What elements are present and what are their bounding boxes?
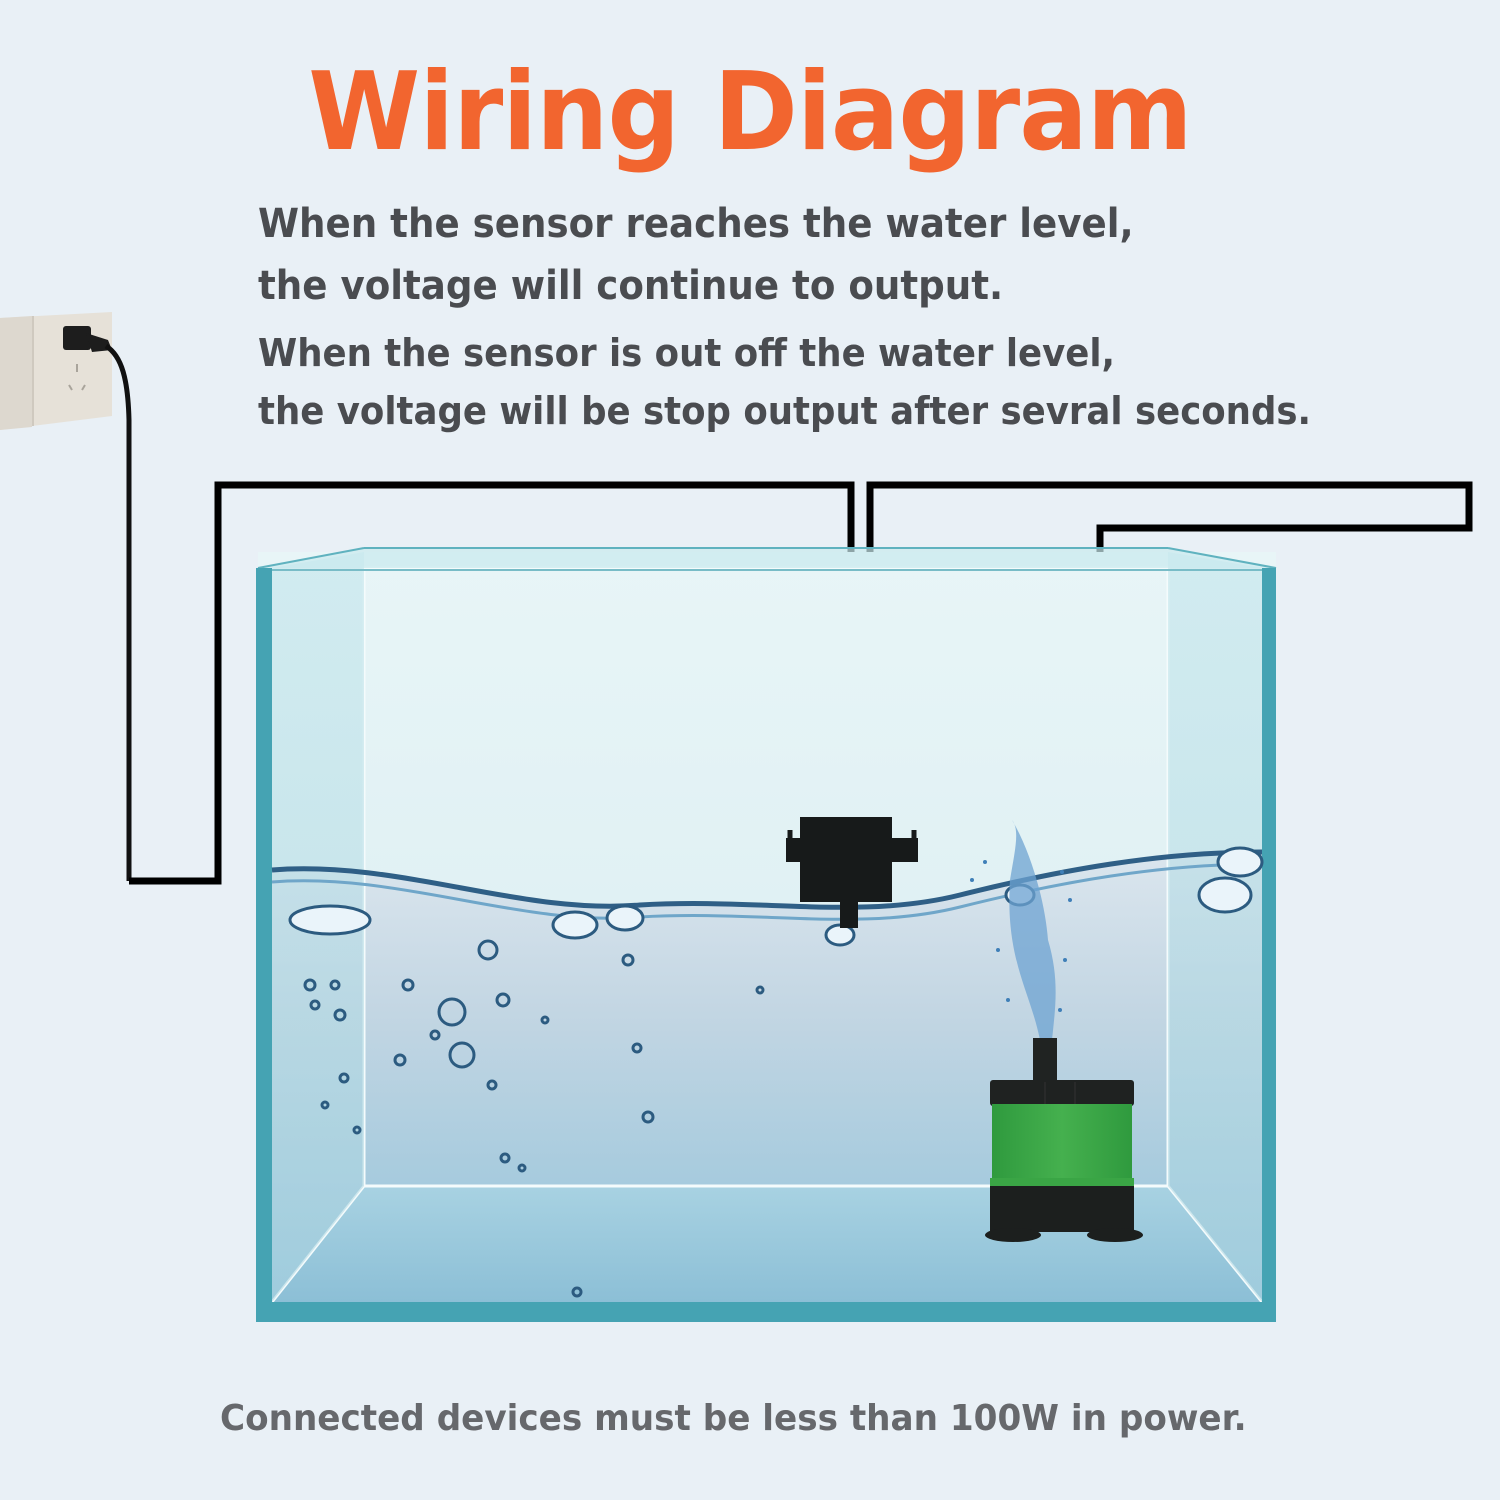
description-line-2: the voltage will continue to output.: [258, 263, 1004, 309]
page-title: Wiring Diagram: [308, 50, 1192, 175]
description-line-4: the voltage will be stop output after se…: [258, 389, 1312, 433]
description-line-3: When the sensor is out off the water lev…: [258, 331, 1116, 375]
power-limit-note: Connected devices must be less than 100W…: [220, 1398, 1247, 1439]
rising-bubbles: [303, 939, 765, 1298]
level-sensor: [786, 817, 918, 928]
description-line-1: When the sensor reaches the water level,: [258, 201, 1134, 247]
water-pump: [985, 1038, 1143, 1242]
power-cord: [104, 343, 132, 881]
wall-outlet: [0, 312, 132, 881]
water-splash: [970, 820, 1072, 1040]
socket-holes-icon: [68, 364, 86, 391]
